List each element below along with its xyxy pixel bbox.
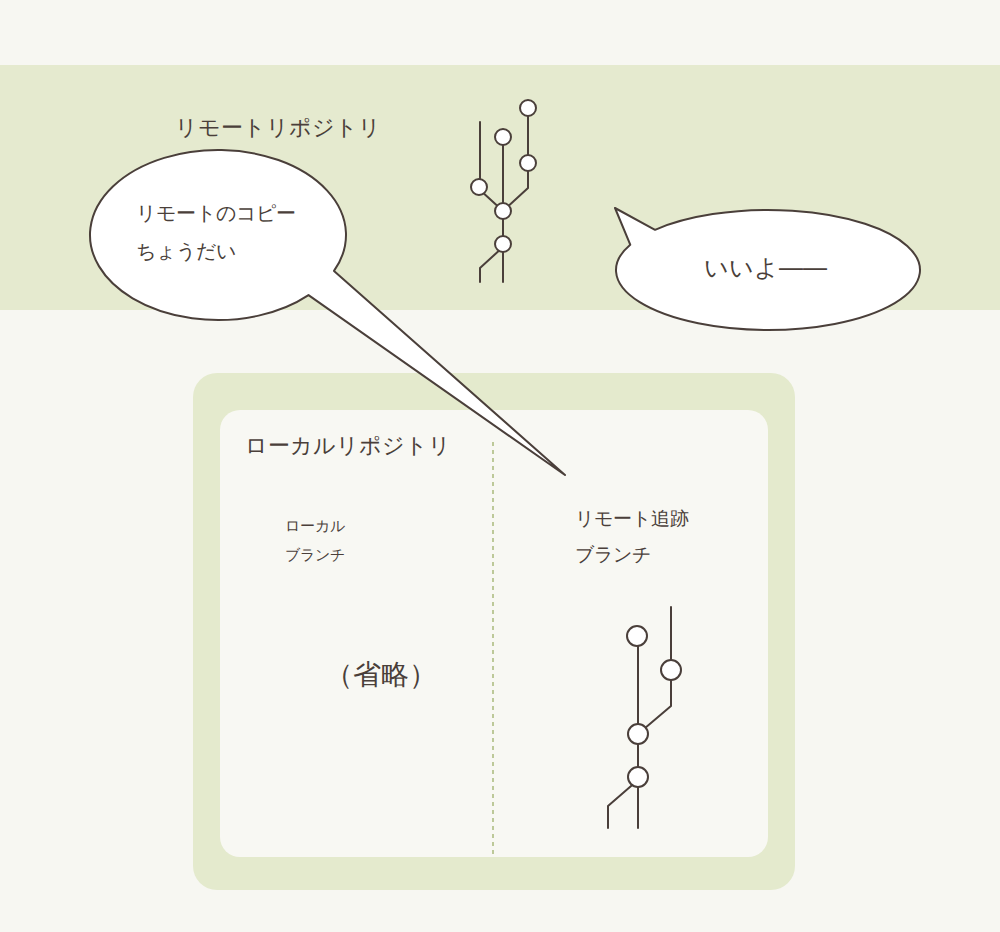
repository-title: ローカルリポジトリ xyxy=(245,425,451,467)
bubble-outline xyxy=(90,150,346,322)
speech-text: いいよ―― xyxy=(704,246,827,292)
remote-commits xyxy=(471,100,536,252)
commit-dot xyxy=(495,129,511,145)
label-anchor: リモート追跡 ブランチ xyxy=(575,500,689,572)
bubble-shape xyxy=(615,208,920,330)
tracking-commit-graph xyxy=(608,607,671,828)
speech-bubble: リモートのコピー ちょうだい xyxy=(90,150,346,322)
branch-line xyxy=(480,122,503,211)
commit-dot xyxy=(520,155,536,171)
speech-bubble: いいよ―― xyxy=(616,208,922,332)
commit-dot xyxy=(471,179,487,195)
branch-label: リモート追跡 ブランチ xyxy=(575,500,689,572)
speech-text: リモートのコピー ちょうだい xyxy=(136,194,296,270)
label-anchor: （省略） xyxy=(325,648,437,701)
commit-dot xyxy=(495,236,511,252)
branch-label: ローカル ブランチ xyxy=(285,512,345,569)
inner-panel xyxy=(220,410,768,857)
commit-dot xyxy=(627,626,647,646)
branch-line xyxy=(638,607,671,734)
commit-dot xyxy=(628,767,648,787)
divider-line xyxy=(492,442,494,856)
commit-dot xyxy=(495,203,511,219)
outer-panel xyxy=(193,373,795,890)
branch-line xyxy=(502,211,504,282)
branch-line xyxy=(502,137,504,211)
branch-line xyxy=(637,636,639,828)
branch-line xyxy=(480,247,503,282)
commit-dot xyxy=(661,660,681,680)
note-label: （省略） xyxy=(325,648,437,701)
repository-title: リモートリポジトリ xyxy=(175,107,381,149)
label-anchor: ローカル ブランチ xyxy=(285,512,345,569)
branch-line xyxy=(608,780,638,828)
branch-line xyxy=(503,108,528,211)
commit-dot xyxy=(520,100,536,116)
tracking-commits xyxy=(627,626,681,787)
local-repository-box: ローカルリポジトリ xyxy=(193,373,795,890)
commit-dot xyxy=(628,724,648,744)
remote-commit-graph xyxy=(480,108,528,282)
